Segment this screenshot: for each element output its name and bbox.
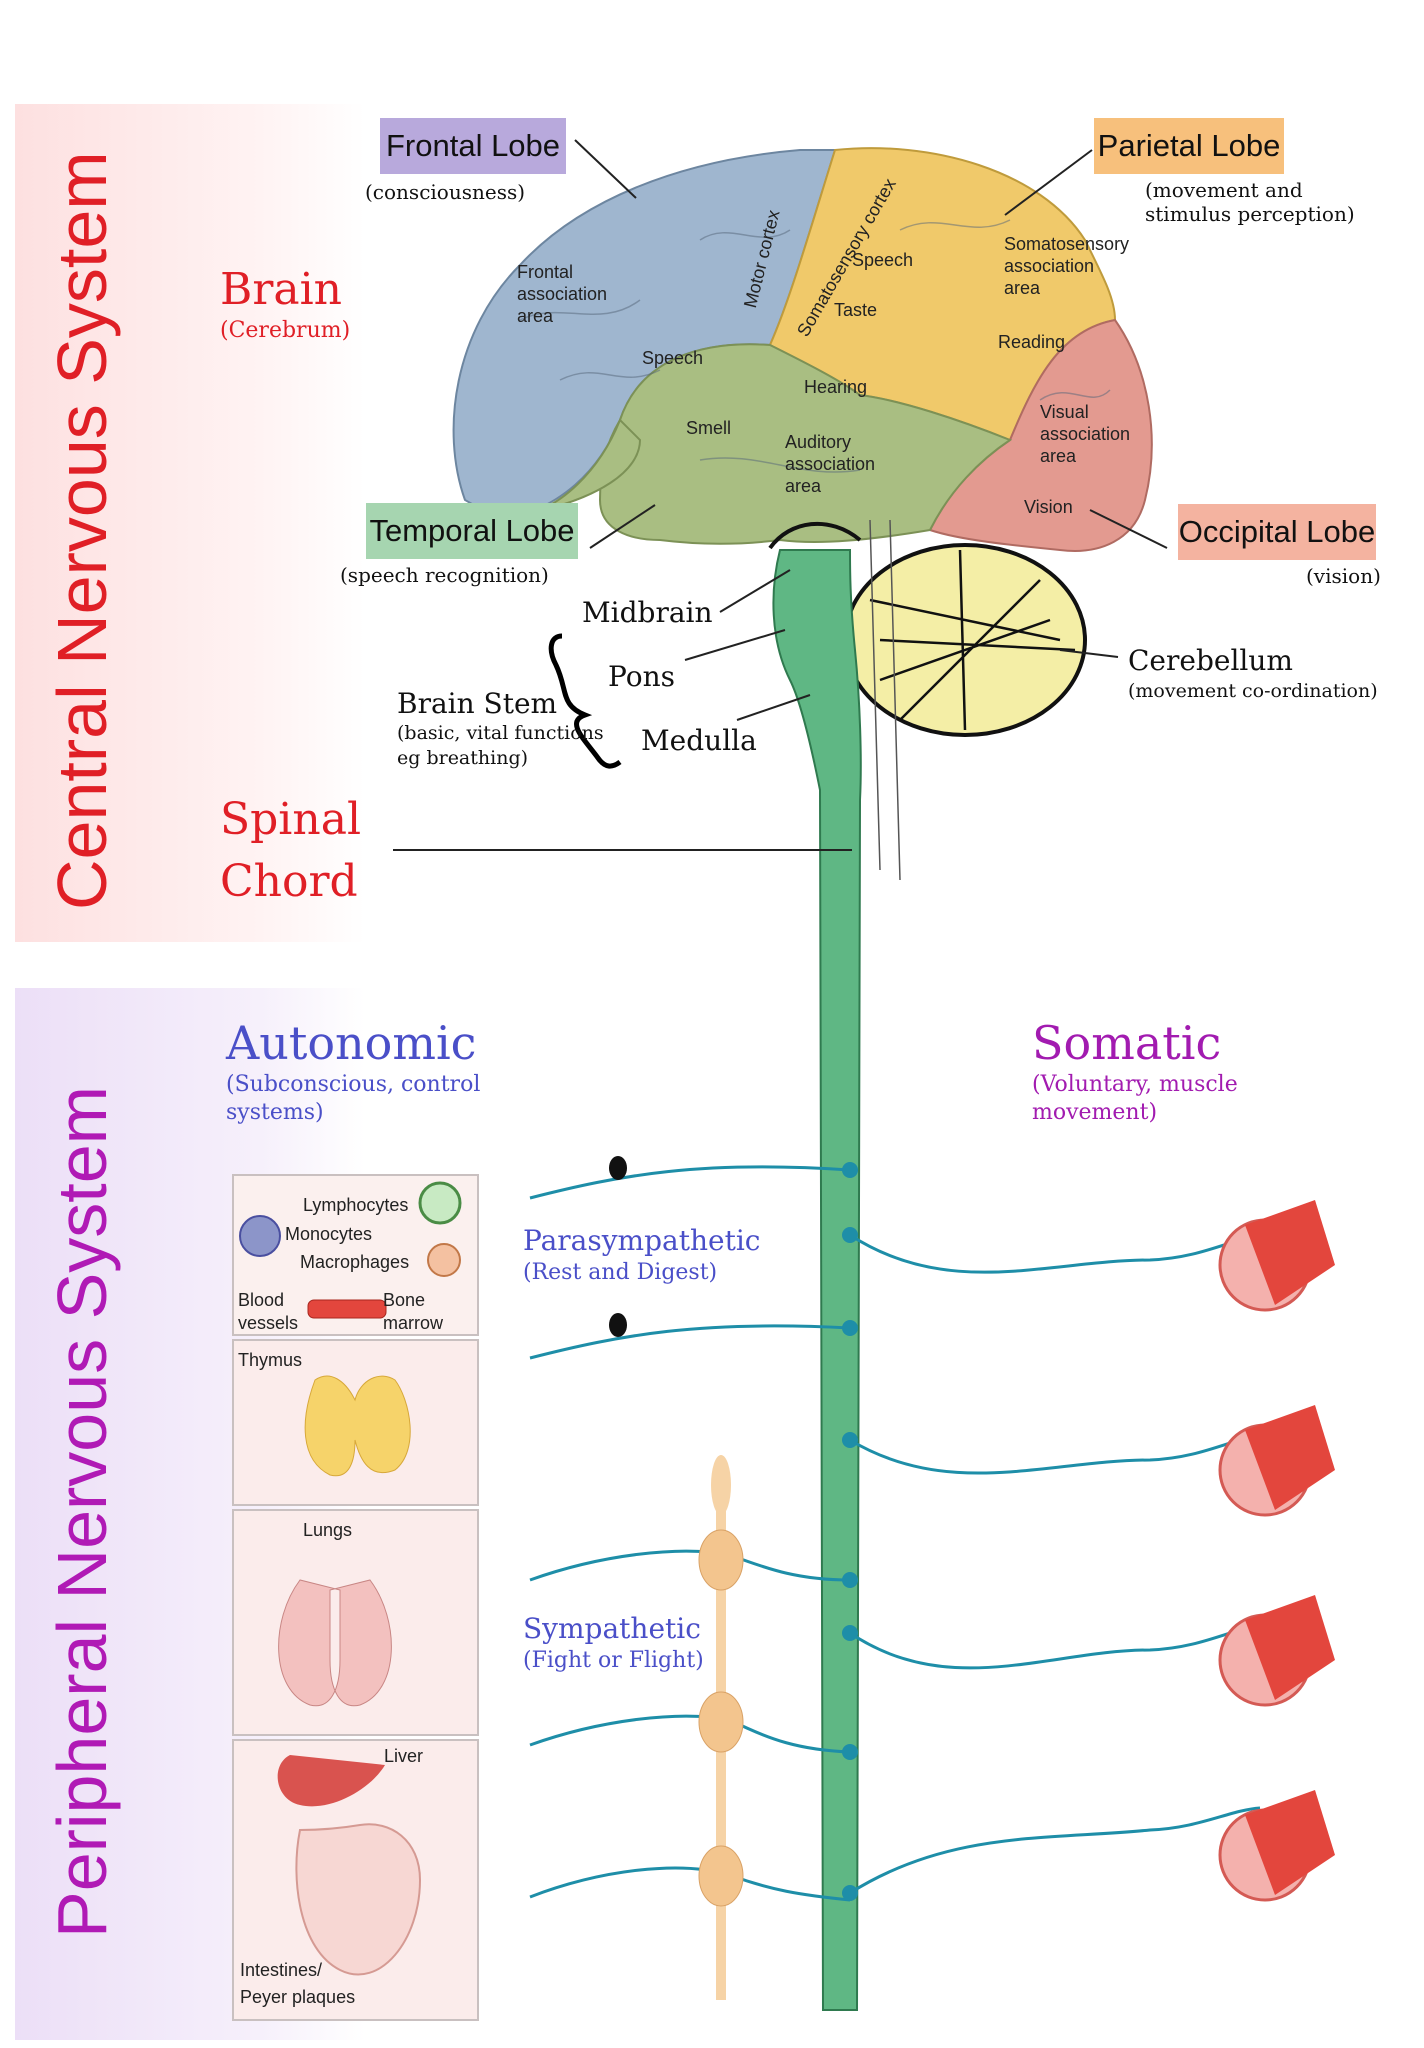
monocyte-icon	[239, 1215, 281, 1257]
intestines-label-1: Intestines/	[240, 1960, 323, 1980]
bone-label-2: marrow	[383, 1313, 444, 1333]
parietal-lobe-desc-2: stimulus perception)	[1145, 202, 1355, 226]
liver-icon	[277, 1755, 385, 1807]
brain-subtitle: (Cerebrum)	[220, 318, 351, 343]
frontal-lobe-desc: (consciousness)	[365, 180, 526, 204]
intestines-label-2: Peyer plaques	[240, 1987, 356, 2007]
frontal-assoc-3: area	[517, 306, 554, 326]
blood-label-1: Blood	[238, 1290, 285, 1310]
cerebellum-desc: (movement co-ordination)	[1128, 680, 1378, 702]
auditory-assoc-3: area	[785, 476, 822, 496]
somatosensory-assoc-2: association	[1004, 256, 1095, 276]
brainstem-desc-2: eg breathing)	[397, 747, 529, 769]
thymus-label: Thymus	[238, 1350, 303, 1370]
brain-title: Brain	[220, 264, 343, 315]
somatosensory-assoc-1: Somatosensory	[1004, 234, 1130, 254]
monocytes-label: Monocytes	[285, 1224, 373, 1244]
cns-panel	[15, 104, 365, 942]
autonomic-desc-2: systems)	[226, 1100, 324, 1125]
spinal-nodes	[842, 1162, 858, 1901]
smell-label: Smell	[686, 418, 732, 438]
parasympathetic-desc: (Rest and Digest)	[523, 1260, 718, 1285]
sympathetic-chain	[698, 1455, 744, 2000]
blood-vessel-icon	[307, 1299, 387, 1319]
lungs-icon	[278, 1579, 392, 1707]
intestines-icon	[295, 1823, 422, 1976]
auditory-assoc-1: Auditory	[785, 432, 852, 452]
temporal-lobe-desc: (speech recognition)	[340, 563, 549, 587]
parietal-lobe-label: Parietal Lobe	[1094, 118, 1284, 174]
medulla-label: Medulla	[641, 724, 757, 757]
macrophages-label: Macrophages	[300, 1252, 410, 1272]
visual-assoc-1: Visual	[1040, 402, 1089, 422]
frontal-assoc-2: association	[517, 284, 608, 304]
thymus-icon	[304, 1375, 411, 1477]
hearing-label: Hearing	[804, 377, 868, 397]
brainstem-desc-1: (basic, vital functions	[397, 722, 604, 744]
autonomic-title: Autonomic	[226, 1016, 477, 1070]
brainstem-shape	[772, 549, 862, 2011]
muscle-group	[1218, 1200, 1335, 1902]
somatic-title: Somatic	[1032, 1016, 1222, 1070]
spinal-label-2: Chord	[220, 856, 358, 907]
autonomic-desc-1: (Subconscious, control	[226, 1072, 481, 1097]
sympathetic-desc: (Fight or Flight)	[523, 1648, 704, 1673]
lymphocyte-icon	[418, 1181, 462, 1225]
bone-label-1: Bone	[383, 1290, 426, 1310]
frontal-lobe-label: Frontal Lobe	[380, 118, 566, 174]
cerebellum-label: Cerebellum	[1128, 644, 1293, 677]
parietal-lobe-desc-1: (movement and	[1145, 178, 1303, 202]
somatosensory-assoc-3: area	[1004, 278, 1041, 298]
brainstem-brace	[548, 633, 622, 769]
frontal-assoc-1: Frontal	[517, 262, 574, 282]
occipital-lobe-desc: (vision)	[1306, 564, 1381, 588]
midbrain-label: Midbrain	[582, 596, 713, 629]
auditory-assoc-2: association	[785, 454, 876, 474]
reading-label: Reading	[998, 332, 1066, 352]
temporal-lobe-label: Temporal Lobe	[366, 503, 578, 559]
somatic-desc-1: (Voluntary, muscle	[1032, 1072, 1238, 1097]
temporal-lobe-shape	[598, 343, 1013, 545]
visual-assoc-2: association	[1040, 424, 1131, 444]
somatic-desc-2: movement)	[1032, 1100, 1158, 1125]
taste-label: Taste	[834, 300, 878, 320]
liver-label: Liver	[384, 1746, 424, 1766]
cerebellum-shape	[843, 543, 1087, 737]
vision-label: Vision	[1024, 497, 1073, 517]
sympathetic-title: Sympathetic	[523, 1612, 701, 1645]
occipital-lobe-shape	[928, 318, 1153, 552]
parasympathetic-ganglia	[609, 1156, 627, 1337]
brainstem-title: Brain Stem	[397, 687, 558, 720]
lungs-label: Lungs	[303, 1520, 353, 1540]
lymphocytes-label: Lymphocytes	[303, 1195, 409, 1215]
leader-lines	[393, 139, 1168, 851]
parasympathetic-title: Parasympathetic	[523, 1224, 761, 1257]
spinal-label-1: Spinal	[220, 794, 362, 845]
speech-top-label: Speech	[852, 250, 914, 270]
visual-assoc-3: area	[1040, 446, 1077, 466]
pons-label: Pons	[608, 660, 675, 693]
occipital-lobe-label: Occipital Lobe	[1178, 504, 1376, 560]
speech-left-label: Speech	[642, 348, 704, 368]
blood-label-2: vessels	[238, 1313, 299, 1333]
macrophage-icon	[427, 1243, 461, 1277]
